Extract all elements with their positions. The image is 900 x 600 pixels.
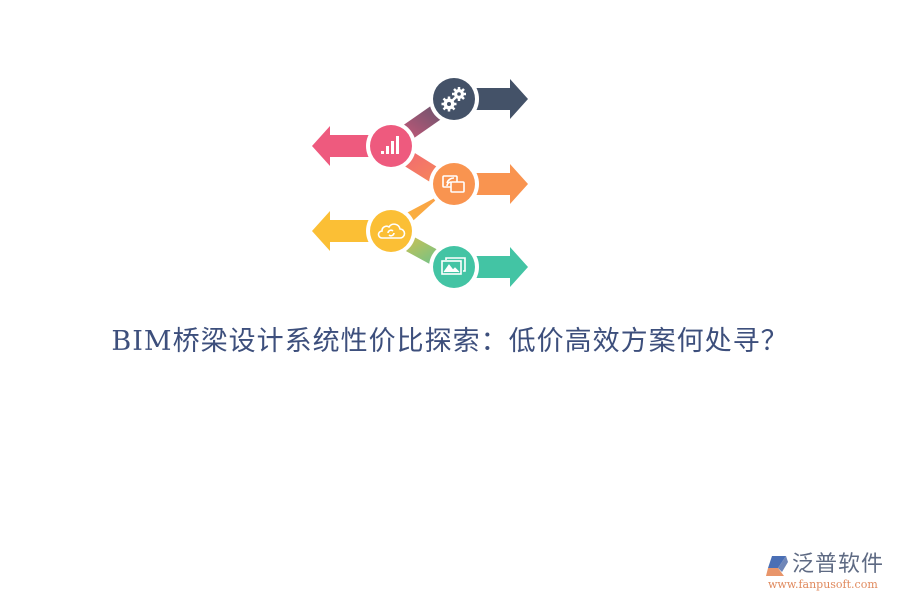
step-gallery bbox=[429, 242, 528, 292]
process-infographic bbox=[312, 74, 528, 292]
step-gears bbox=[429, 74, 528, 124]
logo-mark-icon bbox=[766, 556, 788, 576]
bar-chart-icon bbox=[381, 136, 399, 154]
step-cast bbox=[429, 159, 528, 209]
screen-cast-icon bbox=[442, 175, 465, 193]
logo-url[interactable]: www.fanpusoft.com bbox=[768, 578, 878, 591]
step-cloud bbox=[312, 206, 416, 256]
brand-logo[interactable]: 泛普软件 www.fanpusoft.com bbox=[764, 550, 894, 594]
image-gallery-icon bbox=[441, 257, 466, 275]
logo-name: 泛普软件 bbox=[792, 552, 885, 577]
page-title: BIM桥梁设计系统性价比探索：低价高效方案何处寻？ bbox=[111, 326, 789, 357]
gears-icon bbox=[441, 87, 466, 112]
cloud-sync-icon bbox=[377, 223, 406, 239]
step-chart bbox=[312, 121, 416, 171]
